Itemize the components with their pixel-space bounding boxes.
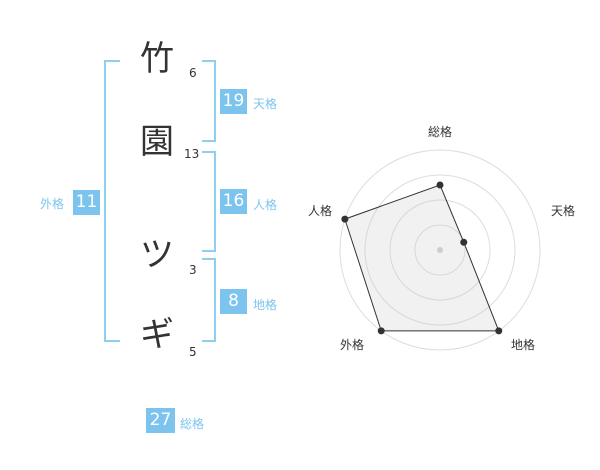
radar-polygon [344, 184, 500, 332]
gaikaku-label: 外格 [40, 197, 65, 211]
radar-point-4 [341, 215, 349, 223]
soukaku-label: 総格 [180, 417, 205, 431]
chikaku-label: 地格 [253, 298, 278, 312]
tenkaku-value: 19 [220, 89, 247, 114]
tenkaku-bracket [202, 60, 216, 142]
chikaku-value: 8 [220, 289, 247, 314]
radar-axis-label-tenkaku: 天格 [551, 204, 576, 218]
radar-center-dot [437, 247, 443, 253]
soukaku-value: 27 [146, 408, 175, 433]
name-char-2: 園 [140, 122, 174, 162]
radar-axis-label-gaikaku: 外格 [340, 338, 365, 352]
radar-point-0 [436, 181, 444, 189]
tenkaku-label: 天格 [253, 97, 278, 111]
radar-axis-label-chikaku: 地格 [511, 338, 536, 352]
radar-axis-label-soukaku: 総格 [428, 125, 453, 139]
gaikaku-value: 11 [73, 190, 100, 215]
radar-ring-2 [389, 199, 491, 301]
name-char-4: ギ [140, 315, 174, 355]
stroke-count-2: 13 [184, 147, 200, 161]
jinkaku-label: 人格 [253, 198, 278, 212]
chikaku-bracket [202, 258, 216, 342]
radar-point-1 [460, 238, 468, 246]
radar-ring-3 [364, 174, 516, 326]
radar-ring-1 [414, 224, 466, 276]
radar-ring-4 [339, 149, 541, 351]
name-char-3: ツ [140, 235, 174, 275]
radar-point-2 [495, 327, 503, 335]
name-char-1: 竹 [140, 39, 174, 79]
radar-axis-label-jinkaku: 人格 [308, 204, 333, 218]
radar-point-3 [377, 327, 385, 335]
stroke-count-3: 3 [189, 263, 197, 277]
gaikaku-bracket [104, 60, 120, 342]
jinkaku-value: 16 [220, 189, 247, 214]
stroke-count-1: 6 [189, 66, 197, 80]
stroke-count-4: 5 [189, 345, 197, 359]
jinkaku-bracket [202, 151, 216, 252]
